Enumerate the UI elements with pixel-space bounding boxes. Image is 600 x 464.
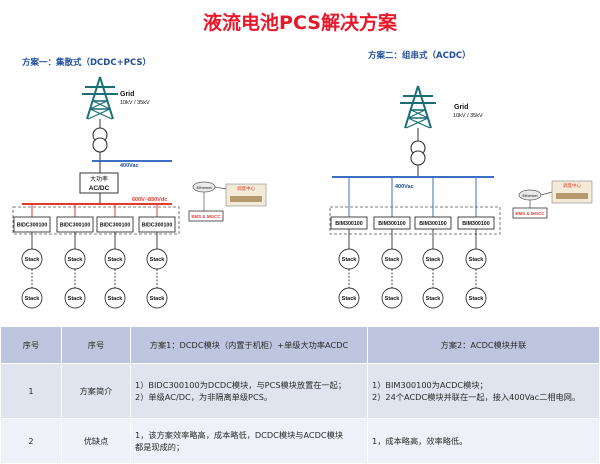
- scheme1-module-label: BIDC300100: [142, 223, 173, 229]
- table-header-cell: 序号: [61, 326, 131, 364]
- table-row: 2 优缺点 1，该方案效率略高，成本略低，DCDC模块与ACDC模块 都是现成的…: [0, 418, 600, 464]
- scheme2-stack-label: Stack: [469, 296, 485, 302]
- scheme1-ems-label: EMS & MGCC: [191, 214, 221, 219]
- table-header-row: 序号 序号 方案1：DCDC模块（内置于机柜）+单级大功率ACDC 方案2：AC…: [0, 326, 600, 364]
- scheme1-stack-label: Stack: [25, 296, 41, 302]
- scheme1-dc-voltage: 600V~850Vdc: [132, 197, 167, 203]
- page-title: 液流电池PCS解决方案: [203, 12, 397, 34]
- scheme2-cell: 1，成本略高，效率略低。: [367, 418, 600, 464]
- row-number: 2: [0, 418, 62, 464]
- table-header-cell: 方案1：DCDC模块（内置于机柜）+单级大功率ACDC: [130, 326, 368, 364]
- scheme2-grid-tower-icon: [399, 85, 437, 129]
- scheme1-module-label: BIDC300100: [100, 223, 131, 229]
- scheme2-grid-voltage: 10kV / 35kV: [453, 113, 483, 119]
- scheme2-stack-circle: [465, 287, 487, 309]
- comparison-table: 序号 序号 方案1：DCDC模块（内置于机柜）+单级大功率ACDC 方案2：AC…: [0, 326, 600, 464]
- cell-line: 2）单级AC/DC，为非隔离单级PCS。: [135, 392, 273, 402]
- table-header-cell: 序号: [0, 326, 62, 364]
- scheme1-diagram: Grid 10kV / 35kV 400Vac 大功率 AC/DC 600V~8…: [12, 76, 267, 309]
- scheme2-bus-voltage: 400Vac: [395, 184, 414, 190]
- scheme1-dispatch-label: 调度中心: [237, 185, 255, 192]
- scheme1-transformer-icon: [92, 127, 108, 153]
- scheme2-module-cabinet: [329, 206, 501, 235]
- scheme1-stack-label: Stack: [68, 257, 84, 263]
- scheme1-stack-label: Stack: [108, 296, 124, 302]
- scheme2-stack-label: Stack: [426, 257, 442, 263]
- scheme1-grid-voltage: 10kV / 35kV: [120, 100, 150, 106]
- row-item: 优缺点: [61, 418, 131, 464]
- scheme1-ethernet-label: Ethernet: [196, 185, 212, 190]
- scheme2-cell: 1）BIM300100为ACDC模块； 2）24个ACDC模块并联在一起，接入4…: [367, 363, 600, 419]
- scheme2-module-label: BIM300100: [462, 221, 489, 227]
- scheme1-stack-circle: [104, 287, 126, 309]
- scheme2-stack-label: Stack: [342, 296, 358, 302]
- cell-line: 1，该方案效率略高，成本略低，DCDC模块与ACDC模块: [135, 430, 344, 440]
- scheme1-stack-circle: [146, 287, 168, 309]
- scheme1-bus-voltage: 400Vac: [120, 163, 139, 169]
- scheme1-acdc-converter: [79, 172, 119, 194]
- scheme2-stack-label: Stack: [469, 257, 485, 263]
- scheme1-cell: 1，该方案效率略高，成本略低，DCDC模块与ACDC模块 都是现成的；: [130, 418, 368, 464]
- scheme1-acdc-label-1: 大功率: [90, 175, 108, 183]
- scheme1-module-cabinet: [12, 206, 180, 235]
- scheme1-module-label: BIDC300100: [17, 223, 48, 229]
- scheme2-ems-box: [512, 207, 548, 219]
- cell-line: 2）24个ACDC模块并联在一起，接入400Vac二相电网。: [372, 392, 581, 402]
- table-header-cell: 方案2：ACDC模块并联: [367, 326, 600, 364]
- scheme2-grid-label: Grid: [454, 104, 468, 111]
- scheme2-diagram: Grid 10kV / 35kV 400Vac Ethernet 调度中心 EM…: [329, 85, 593, 309]
- scheme1-grid-label: Grid: [120, 91, 134, 98]
- scheme1-stack-label: Stack: [68, 296, 84, 302]
- scheme2-dispatch-label: 调度中心: [563, 182, 581, 189]
- scheme1-stack-label: Stack: [108, 257, 124, 263]
- row-number: 1: [0, 363, 62, 419]
- scheme1-label: 方案一：集散式（DCDC+PCS）: [22, 58, 151, 68]
- row-item: 方案简介: [61, 363, 131, 419]
- cell-line: 都是现成的；: [135, 442, 185, 452]
- scheme2-stack-label: Stack: [342, 257, 358, 263]
- scheme1-cell: 1）BIDC300100为DCDC模块，与PCS模块放置在一起； 2）单级AC/…: [130, 363, 368, 419]
- diagram-canvas: Grid 10kV / 35kV 400Vac 大功率 AC/DC 600V~8…: [12, 76, 593, 309]
- scheme2-module-label: BIM300100: [335, 221, 362, 227]
- scheme1-stack-label: Stack: [25, 257, 41, 263]
- scheme1-stack-label: Stack: [150, 296, 166, 302]
- cell-line: 1）BIDC300100为DCDC模块，与PCS模块放置在一起；: [135, 380, 347, 390]
- cell-line: 1，成本略高，效率略低。: [372, 436, 468, 446]
- table-row: 1 方案简介 1）BIDC300100为DCDC模块，与PCS模块放置在一起； …: [0, 363, 600, 419]
- scheme1-ems-box: [188, 210, 224, 222]
- scheme2-stack-circle: [422, 287, 444, 309]
- scheme2-stack-label: Stack: [385, 257, 401, 263]
- scheme2-stack-circle: [338, 287, 360, 309]
- scheme2-label: 方案二：组串式（ACDC）: [368, 51, 471, 61]
- scheme1-stack-circle: [64, 287, 86, 309]
- scheme2-ems-label: EMS & MGCC: [515, 211, 545, 216]
- scheme2-stack-label: Stack: [385, 296, 401, 302]
- scheme1-module-label: BIDC300100: [60, 223, 91, 229]
- cell-line: 1）BIM300100为ACDC模块；: [372, 380, 488, 390]
- scheme2-module-label: BIM300100: [378, 221, 405, 227]
- scheme1-stack-circle: [21, 287, 43, 309]
- scheme2-transformer-icon: [410, 140, 426, 166]
- scheme1-grid-tower-icon: [81, 76, 119, 120]
- scheme2-module-label: BIM300100: [419, 221, 446, 227]
- scheme1-stack-label: Stack: [150, 257, 166, 263]
- scheme2-stack-label: Stack: [426, 296, 442, 302]
- scheme1-acdc-label-2: AC/DC: [89, 185, 110, 192]
- scheme2-stack-circle: [381, 287, 403, 309]
- scheme2-ethernet-label: Ethernet: [522, 193, 538, 198]
